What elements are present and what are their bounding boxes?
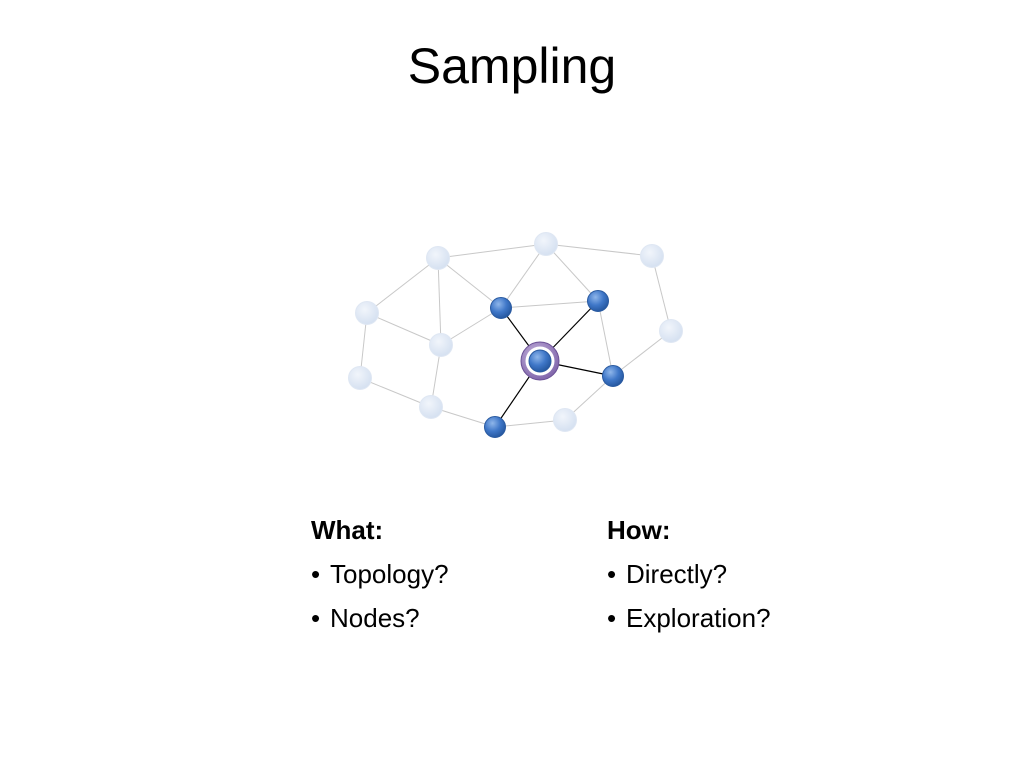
how-item-exploration: •Exploration? (607, 596, 771, 640)
how-item-directly: •Directly? (607, 552, 771, 596)
edge-n1-n4 (366, 257, 439, 314)
unvisited-node-circle (659, 319, 683, 343)
node-n7 (429, 333, 453, 357)
edge-n2-n10 (500, 243, 547, 309)
node-n2 (534, 232, 558, 256)
node-n1 (426, 246, 450, 270)
node-n14 (520, 341, 560, 381)
edge-n10-n11 (500, 300, 599, 309)
unvisited-node-circle (553, 408, 577, 432)
edge-n5-n6 (359, 377, 432, 408)
what-item-nodes: •Nodes? (311, 596, 449, 640)
node-n10 (490, 297, 512, 319)
bullet-icon: • (311, 603, 321, 633)
node-n11 (587, 290, 609, 312)
bullet-icon: • (311, 559, 321, 589)
bullet-icon: • (607, 603, 617, 633)
sampled-node-core (528, 349, 552, 373)
unvisited-node-circle (534, 232, 558, 256)
edge-n2-n11 (545, 243, 599, 302)
what-item-topology: •Topology? (311, 552, 449, 596)
edge-n2-n3 (545, 243, 653, 257)
edge-n1-n7 (437, 257, 442, 346)
node-n6 (419, 395, 443, 419)
node-n13 (484, 416, 506, 438)
bullet-icon: • (607, 559, 617, 589)
edges-layer (359, 243, 672, 428)
unvisited-node-circle (640, 244, 664, 268)
node-n4 (355, 301, 379, 325)
slide-title: Sampling (407, 38, 617, 94)
neighbor-node-circle (484, 416, 506, 438)
unvisited-node-circle (429, 333, 453, 357)
node-n9 (659, 319, 683, 343)
neighbor-node-circle (490, 297, 512, 319)
what-column: What: •Topology? •Nodes? (311, 508, 449, 640)
edge-n9-n3 (651, 255, 672, 332)
unvisited-node-circle (419, 395, 443, 419)
neighbor-node-circle (587, 290, 609, 312)
edge-n12-n9 (612, 330, 672, 377)
nodes-layer (348, 232, 683, 438)
unvisited-node-circle (426, 246, 450, 270)
edge-n11-n12 (597, 300, 614, 377)
node-n12 (602, 365, 624, 387)
edge-n7-n4 (366, 312, 442, 346)
edge-n1-n2 (437, 243, 547, 259)
node-n3 (640, 244, 664, 268)
node-n8 (553, 408, 577, 432)
edge-n1-n10 (437, 257, 502, 309)
unvisited-node-circle (355, 301, 379, 325)
how-column: How: •Directly? •Exploration? (607, 508, 771, 640)
neighbor-node-circle (602, 365, 624, 387)
how-heading: How: (607, 515, 671, 545)
node-n5 (348, 366, 372, 390)
unvisited-node-circle (348, 366, 372, 390)
what-heading: What: (311, 515, 384, 545)
